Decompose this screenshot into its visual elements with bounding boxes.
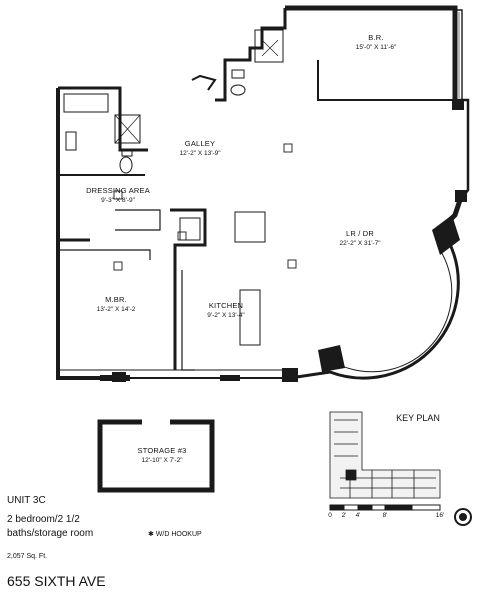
room-dims-dressing: 9'-3" X 8'-9" (101, 197, 135, 204)
key-plan-title: KEY PLAN (396, 413, 440, 423)
column-marker (177, 231, 187, 241)
room-name-galley: GALLEY (184, 139, 216, 148)
key-plan (329, 411, 441, 499)
room-name-lrdr: LR / DR (345, 229, 375, 238)
toilet (119, 156, 133, 174)
structural-pier (318, 345, 345, 372)
room-name-storage: STORAGE #3 (137, 446, 187, 455)
scale-tick-label: 8' (382, 512, 388, 519)
room-dims-kitchen: 9'-2" X 13'-4" (207, 312, 245, 319)
column-marker (113, 261, 123, 271)
unit-description-line1: 2 bedroom/2 1/2 (7, 514, 80, 525)
br-wall (215, 8, 287, 102)
room-dims-storage: 12'-10" X 7'-2" (141, 457, 183, 464)
structural-pier (452, 100, 464, 110)
wd-hookup-note: ✱ W/D HOOKUP (148, 531, 202, 538)
br-wall (317, 60, 455, 101)
room-name-kitchen: KITCHEN (208, 301, 244, 310)
unit-description-line2: baths/storage room (7, 528, 94, 539)
sink (65, 131, 77, 151)
bath-left (58, 86, 148, 152)
room-dims-mbr: 13'-2" X 14'-2 (96, 306, 136, 313)
structural-pier (112, 372, 126, 382)
structural-pier (455, 190, 467, 202)
room-dims-br: 15'-0" X 11'-6" (355, 44, 397, 51)
unit-name: UNIT 3C (7, 495, 46, 506)
structural-pier (282, 368, 298, 382)
bathtub (63, 93, 109, 113)
scale-tick-label: 2' (341, 512, 347, 519)
column-marker (287, 259, 297, 269)
scale-bar (329, 504, 441, 511)
building-address: 655 SIXTH AVE (7, 573, 106, 589)
scale-tick-label: 4' (355, 512, 361, 519)
storage-room (97, 419, 215, 493)
toilet (231, 69, 245, 79)
kitchen-island (239, 289, 261, 346)
column-marker (283, 143, 293, 153)
room-name-dressing: DRESSING AREA (86, 186, 150, 195)
unit-area: 2,057 Sq. Ft. (7, 553, 48, 560)
room-name-br: B.R. (368, 33, 384, 42)
column-marker (113, 190, 123, 200)
br-closet (254, 29, 284, 63)
scale-tick-label: 0 (328, 512, 332, 519)
scale-tick-label: 16' (435, 512, 445, 519)
br-wall (285, 5, 458, 100)
kitchen-wall (170, 208, 207, 370)
structural-pier (432, 215, 460, 255)
room-name-mbr: M.BR. (105, 295, 127, 304)
room-dims-lrdr: 22'-2" X 31'-7" (339, 240, 381, 247)
exterior-wall-right (455, 98, 470, 201)
curved-exterior-wall (289, 239, 460, 380)
room-dims-galley: 12'-2" X 13'-9" (179, 150, 221, 157)
